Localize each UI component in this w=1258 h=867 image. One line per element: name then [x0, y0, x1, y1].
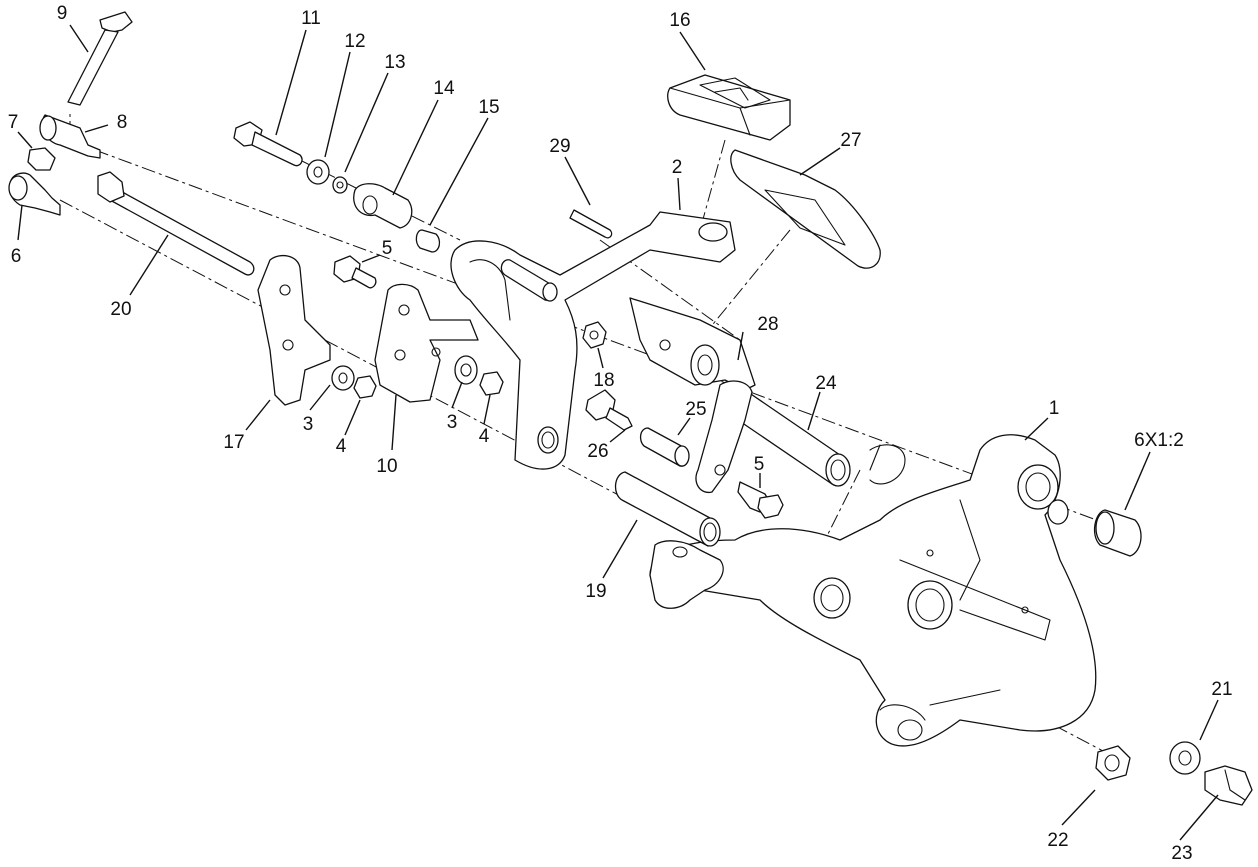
callout-3-left: 3	[303, 414, 314, 435]
callout-1: 1	[1049, 398, 1060, 419]
part-21-washer	[1169, 741, 1201, 775]
callout-11: 11	[301, 8, 321, 29]
callout-15: 15	[478, 97, 499, 118]
part-12-washer	[306, 159, 330, 185]
part-27-pedal-cover	[730, 149, 881, 269]
part-28-lever-plate	[695, 380, 753, 494]
callout-8: 8	[117, 112, 128, 133]
part-8-rod-end	[39, 114, 101, 159]
callout-labels: 9 11 12 13 14 15 16 27 29 2 7 8 6 20 5 1…	[8, 3, 1233, 864]
part-18-nut	[582, 321, 607, 349]
callout-24: 24	[815, 373, 837, 394]
part-20-bolt	[97, 171, 255, 276]
part-5-bolt-upper	[333, 255, 377, 289]
part-6x-bushing	[1093, 509, 1142, 557]
part-6-rod-end	[8, 172, 61, 216]
part-13-washer	[332, 176, 348, 194]
callout-23: 23	[1171, 843, 1192, 864]
part-22-nut	[1095, 745, 1131, 781]
axis-main	[94, 149, 1111, 526]
callout-19: 19	[585, 581, 606, 602]
callout-6: 6	[11, 246, 22, 267]
part-16-pedal-pad	[667, 74, 791, 141]
part-19-sleeve	[614, 471, 721, 547]
callout-20: 20	[110, 299, 131, 320]
callout-14: 14	[433, 78, 455, 99]
part-1-yoke	[649, 540, 724, 609]
part-3-washer-right	[454, 355, 478, 385]
part-28-bracket	[629, 297, 756, 391]
callout-12: 12	[344, 31, 365, 52]
part-2-pedal-arm	[450, 211, 736, 470]
part-15-spacer	[415, 229, 441, 253]
callout-6x1-2: 6X1:2	[1134, 430, 1184, 451]
leader-lines	[17, 24, 1219, 841]
callout-22: 22	[1047, 830, 1068, 851]
part-9-bolt	[67, 11, 133, 106]
callout-29: 29	[549, 136, 570, 157]
axis-pedal-27	[699, 229, 791, 341]
callout-28: 28	[757, 314, 778, 335]
callout-2: 2	[672, 157, 683, 178]
callout-4-right: 4	[479, 426, 490, 447]
part-4-nut-right	[479, 371, 504, 396]
callout-25: 25	[685, 399, 706, 420]
callout-9: 9	[57, 3, 68, 24]
callout-13: 13	[384, 52, 405, 73]
part-25-sleeve	[639, 427, 690, 467]
callout-27: 27	[840, 130, 861, 151]
callout-7: 7	[8, 112, 19, 133]
part-17-bracket	[257, 254, 331, 406]
callout-21: 21	[1211, 679, 1232, 700]
callout-3-right: 3	[447, 412, 458, 433]
part-24-bushing	[731, 389, 851, 487]
callout-5-upper: 5	[382, 238, 393, 259]
callout-16: 16	[669, 10, 690, 31]
part-29-pin	[569, 209, 613, 239]
callout-4-left: 4	[336, 436, 347, 457]
part-3-washer-left	[331, 365, 355, 391]
axis-pad-16	[699, 139, 726, 231]
callout-17: 17	[223, 432, 244, 453]
part-4-nut-left	[353, 375, 377, 399]
part-1-housing	[649, 434, 1097, 747]
callout-5-lower: 5	[754, 454, 765, 475]
part-5-bolt-lower	[737, 481, 784, 519]
part-26-switch	[585, 389, 633, 431]
part-10-plate	[374, 283, 479, 403]
callout-18: 18	[593, 370, 614, 391]
part-7-nut	[27, 147, 56, 171]
part-23-bolt	[1204, 765, 1253, 806]
callout-26: 26	[587, 441, 608, 462]
part-11-bolt	[233, 121, 303, 167]
part-14-rod-eye	[353, 183, 413, 229]
callout-10: 10	[376, 456, 397, 477]
